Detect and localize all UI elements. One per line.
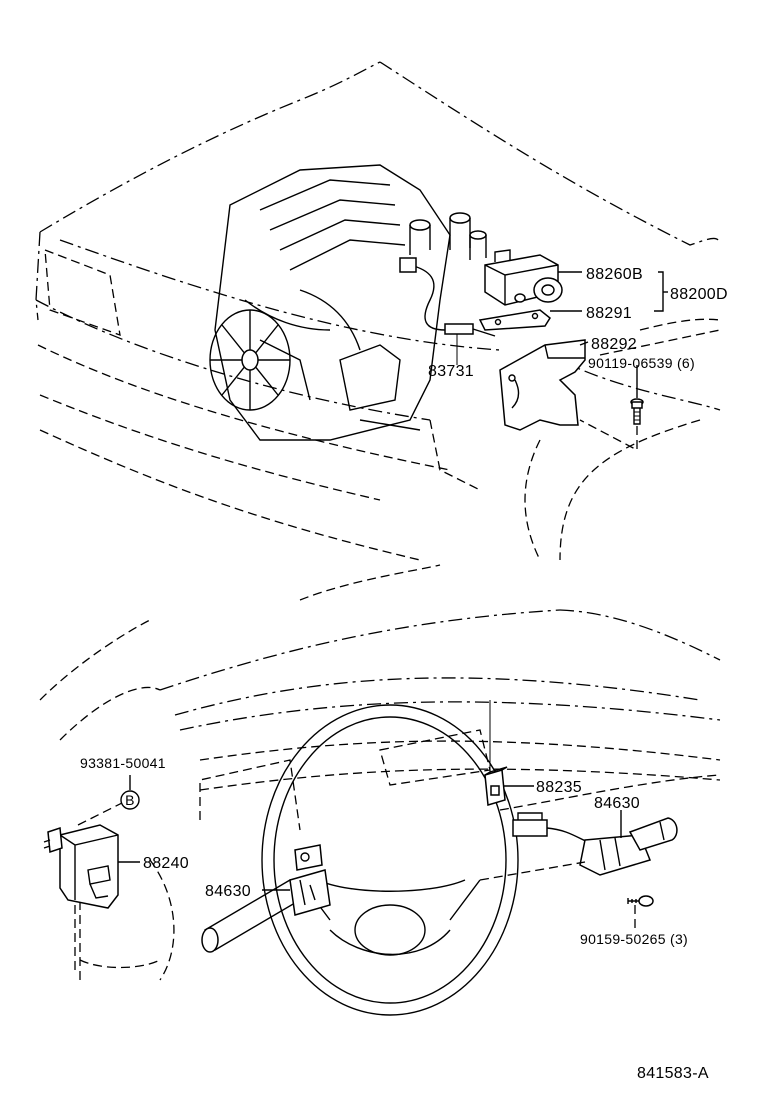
reference-mark-B: B	[120, 790, 140, 810]
callout-88292: 88292	[591, 336, 637, 353]
callout-84630-right: 84630	[594, 795, 640, 812]
module-88240	[43, 824, 119, 909]
reference-mark-B-letter: B	[125, 792, 135, 808]
callout-88260B: 88260B	[586, 266, 643, 283]
bolt-90119	[630, 398, 644, 425]
relay-88235	[484, 766, 508, 806]
engine-bay-illustration	[35, 61, 721, 561]
diagram-id: 841583-A	[637, 1065, 709, 1082]
leader-lines-upper	[550, 271, 721, 398]
leader-lines-lower	[118, 775, 622, 891]
callout-93381-50041: 93381-50041	[80, 755, 166, 771]
callout-84630-left: 84630	[205, 883, 251, 900]
callout-88240: 88240	[143, 855, 189, 872]
callout-90159-50265: 90159-50265 (3)	[580, 931, 688, 947]
callout-88291: 88291	[586, 305, 632, 322]
screw-90159	[627, 895, 654, 907]
callout-83731: 83731	[428, 363, 474, 380]
callout-88200D: 88200D	[670, 286, 728, 303]
callout-88235: 88235	[536, 779, 582, 796]
callout-90119-06539: 90119-06539 (6)	[588, 355, 695, 371]
cabin-illustration	[39, 564, 721, 1016]
